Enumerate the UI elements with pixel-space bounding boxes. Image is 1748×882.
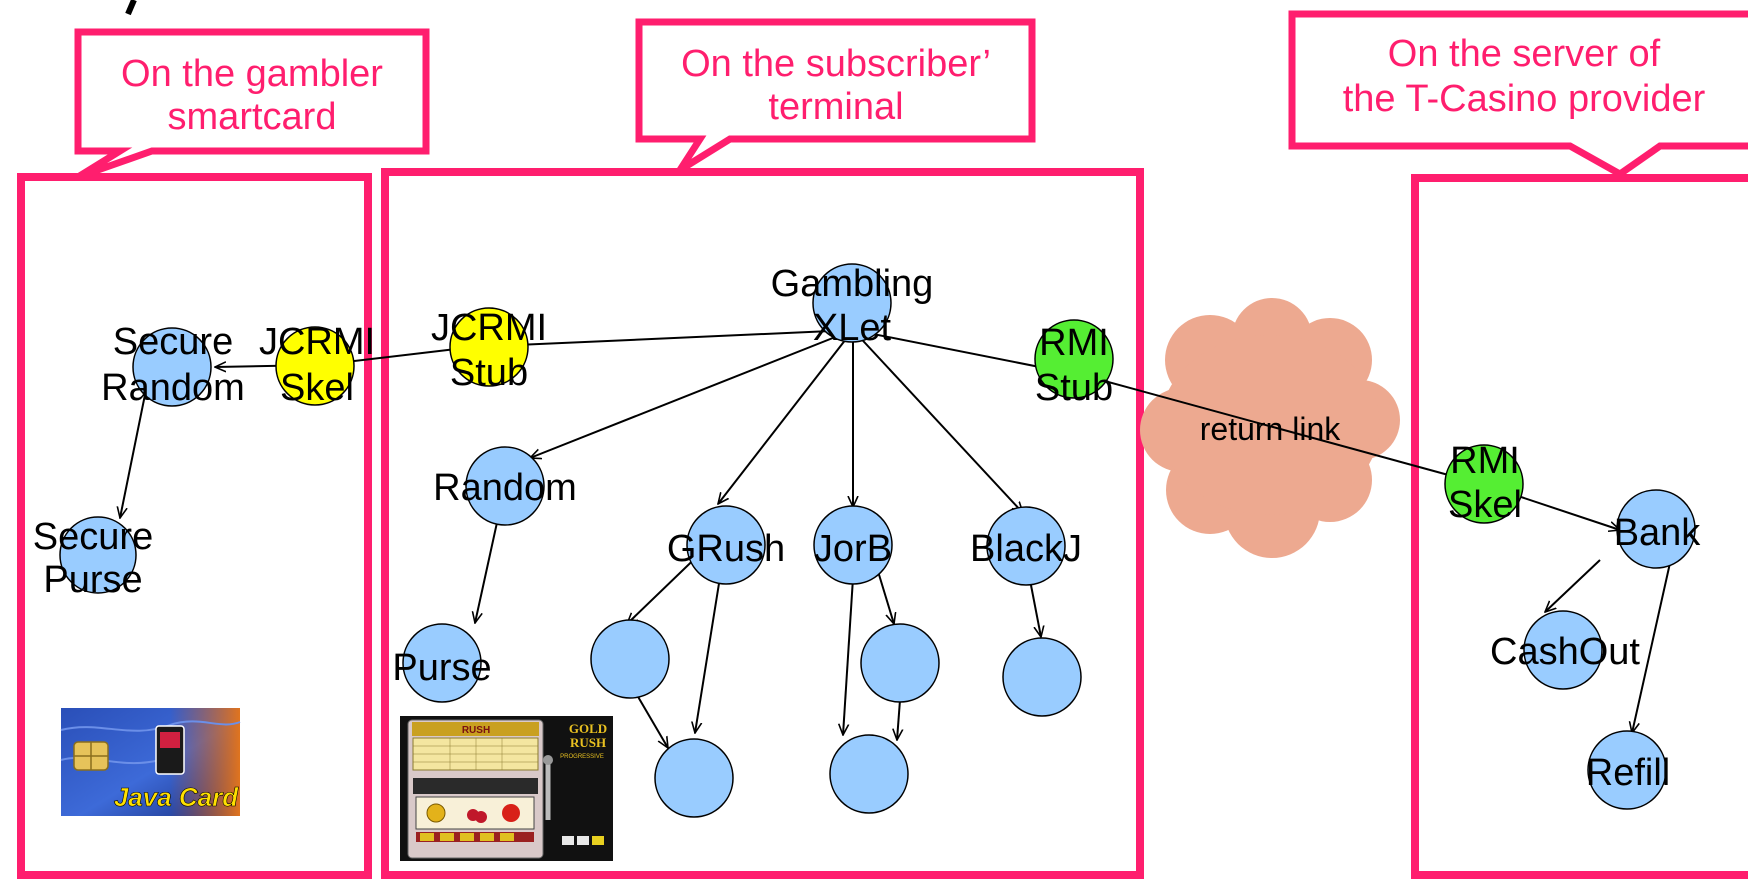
return-link-label: return link [1200, 411, 1342, 447]
label-grush: GRush [667, 528, 785, 570]
text-line: RMI [1450, 440, 1520, 482]
edge-rmistub-rmiskel [1089, 376, 1486, 486]
edge-xlet-grush [718, 329, 854, 504]
edge-c1-c3 [636, 694, 668, 748]
node-secure-random [132, 327, 212, 407]
label-bank: Bank [1614, 512, 1702, 554]
label-cashout: CashOut [1490, 631, 1640, 673]
label-random: Random [433, 467, 577, 509]
text-line: Purse [43, 559, 142, 601]
label-jorb: JorB [814, 528, 892, 570]
edge-jorb-c4 [843, 577, 854, 735]
node-random [465, 446, 545, 526]
node-gambling-xlet [812, 263, 892, 343]
text-line: Stub [450, 352, 528, 394]
text-line: Random [101, 367, 245, 409]
text-line: On the subscriber’ [681, 43, 991, 85]
node-bank [1616, 489, 1696, 569]
edge-xlet-random [530, 329, 854, 458]
server-zone [1411, 174, 1748, 879]
text-line: Gambling [771, 263, 934, 305]
node-grush [686, 505, 766, 585]
smartcard-zone [17, 173, 372, 879]
terminal-callout-text: On the subscriber’terminal [681, 43, 991, 128]
node-blackj [986, 506, 1066, 586]
edge-bank-refill [1632, 562, 1671, 733]
node-child-4 [829, 734, 909, 814]
text-line: Skel [1448, 484, 1522, 526]
node-secure-purse [59, 516, 137, 594]
text-line: terminal [768, 86, 903, 128]
edge-xlet-blackj [852, 329, 1023, 513]
java-card-image: Java Card [60, 708, 241, 816]
node-rmi-skel [1444, 444, 1524, 524]
slot-title-left: RUSH [462, 725, 490, 736]
node-child-2 [860, 623, 940, 703]
text-line: the T-Casino provider [1343, 78, 1706, 120]
node-child-1 [590, 619, 670, 699]
label-refill: Refill [1586, 752, 1670, 794]
text-line: JCRMI [431, 307, 547, 349]
label-purse: Purse [392, 647, 491, 689]
text-line: Secure [33, 516, 153, 558]
text-line: RUSH [570, 735, 606, 750]
node-jorb [813, 505, 893, 585]
text-line: On the server of [1388, 33, 1661, 75]
node-jcrmi-skel [275, 326, 355, 406]
node-refill [1587, 730, 1667, 810]
text-line: GOLD [569, 721, 607, 736]
return-link-cloud: return link [1140, 298, 1400, 558]
edge-jorb-c2 [876, 567, 894, 624]
node-jcrmi-stub [449, 307, 529, 387]
coin-icon [426, 803, 446, 823]
text-line: On the gambler [121, 53, 383, 95]
text-line: RMI [1039, 322, 1109, 364]
cropped-glyph [125, 0, 137, 16]
node-cashout [1523, 610, 1603, 690]
terminal-callout: On the subscriber’terminal [635, 18, 1036, 173]
text-line: Stub [1035, 367, 1113, 409]
node-purse [402, 623, 482, 703]
slot-progressive: PROGRESSIVE [560, 754, 604, 760]
java-card-label: Java Card [114, 782, 239, 812]
terminal-zone [381, 168, 1144, 879]
nodes [59, 263, 1696, 818]
text-line: Secure [113, 321, 233, 363]
text-line: Skel [280, 367, 354, 409]
text-line: smartcard [168, 96, 337, 138]
node-child-3 [654, 738, 734, 818]
node-rmi-stub [1034, 319, 1114, 399]
edge-xlet-jcrmistub [473, 329, 854, 347]
edge-bank-cashout [1545, 559, 1601, 612]
label-blackj: BlackJ [970, 528, 1082, 570]
apple-icon [502, 804, 520, 822]
edge-c2-c4 [897, 699, 900, 740]
text-line: JCRMI [259, 321, 375, 363]
node-child-5 [1002, 637, 1082, 717]
text-line: XLet [813, 307, 892, 349]
edge-blackj-c5 [1029, 579, 1041, 637]
